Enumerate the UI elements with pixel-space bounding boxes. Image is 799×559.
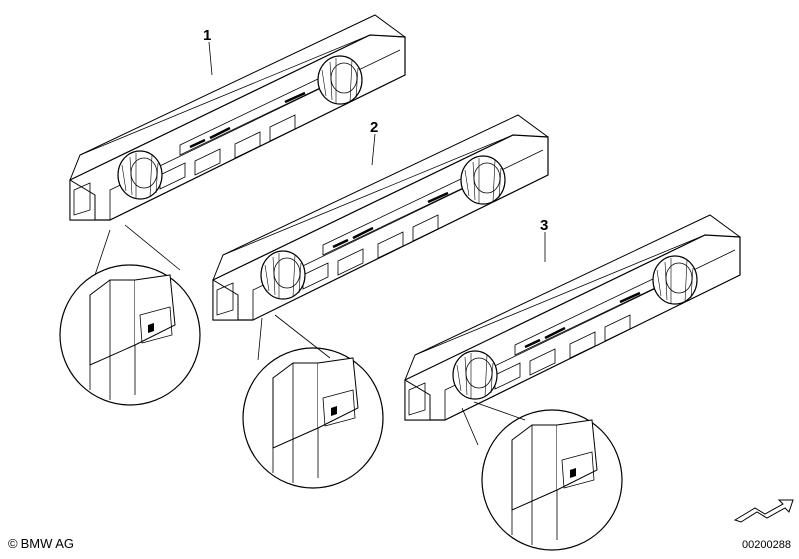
callout-label: 2 (370, 119, 379, 136)
diagram-number: 00200288 (742, 539, 791, 551)
callout-label: 1 (203, 27, 212, 44)
callout-label: 3 (540, 217, 549, 234)
copyright-icon: © (8, 536, 18, 551)
direction-arrow-icon (733, 499, 794, 523)
copyright: © BMW AG (8, 536, 74, 551)
copyright-text: BMW AG (20, 536, 75, 551)
